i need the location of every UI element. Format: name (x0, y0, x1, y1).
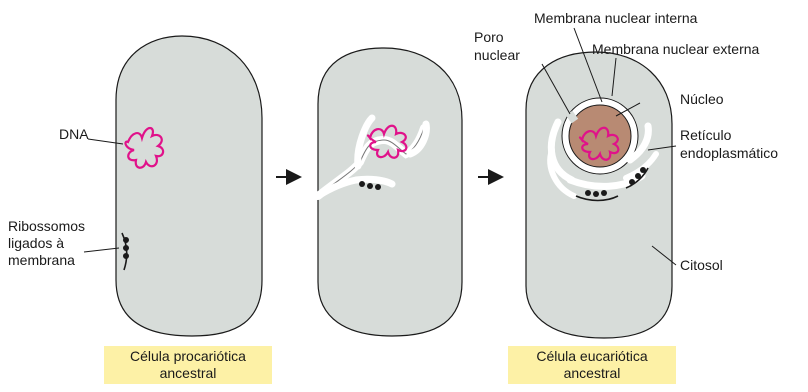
inner-membrane-label: Membrana nuclear interna (534, 10, 698, 26)
ribosomes-leader-line (84, 248, 119, 252)
outer-membrane-label: Membrana nuclear externa (592, 41, 760, 57)
prokaryote-caption-line1: Célula procariótica (104, 348, 272, 365)
prokaryote-cell-body (116, 36, 262, 336)
nucleus-label: Núcleo (680, 91, 724, 107)
dna-label: DNA (59, 126, 89, 142)
prokaryote-cell: DNA Ribossomos ligados à membrana (8, 36, 262, 336)
ribosome (640, 167, 646, 173)
nuclear-pore-label: Poro nuclear (474, 29, 520, 63)
ribosome (123, 237, 129, 243)
ribosome (123, 253, 129, 259)
ribosome (585, 190, 591, 196)
intermediate-cell-body (318, 48, 462, 336)
nucleus (569, 105, 631, 167)
er-label: Retículo endoplasmático (680, 127, 778, 161)
ribosome (635, 173, 641, 179)
ribosome (601, 190, 607, 196)
ribosome (367, 183, 373, 189)
ribosome (629, 179, 635, 185)
ribosomes-label: Ribossomos ligados à membrana (8, 218, 89, 268)
prokaryote-caption-line2: ancestral (104, 365, 272, 382)
ribosome (375, 184, 381, 190)
ribosome (123, 245, 129, 251)
eukaryote-caption-line1: Célula eucariótica (508, 348, 676, 365)
prokaryote-caption: Célula procariótica ancestral (104, 346, 272, 384)
eukaryote-caption-line2: ancestral (508, 365, 676, 382)
ribosome (593, 191, 599, 197)
ribosome (359, 181, 365, 187)
eukaryote-cell: Membrana nuclear interna Membrana nuclea… (474, 10, 778, 338)
eukaryote-caption: Célula eucariótica ancestral (508, 346, 676, 384)
cytosol-label: Citosol (680, 257, 723, 273)
intermediate-cell (318, 48, 462, 336)
